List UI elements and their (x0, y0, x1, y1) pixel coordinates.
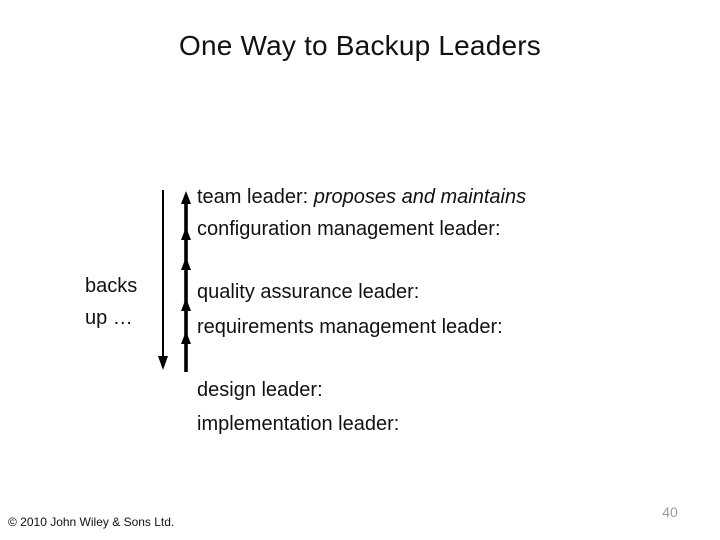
up-arrows-icon (181, 191, 191, 372)
backs-up-label: backs up … (85, 270, 137, 334)
slide-title: One Way to Backup Leaders (179, 30, 541, 61)
leader-row-configuration: configuration management leader: (197, 218, 501, 240)
leader-row-design: design leader: (197, 379, 323, 401)
leader-row-quality: quality assurance leader: (197, 281, 420, 303)
backs-up-label-line1: backs (85, 275, 138, 297)
copyright-notice: © 2010 John Wiley & Sons Ltd. (8, 515, 175, 529)
backs-up-label-line2: up … (85, 307, 133, 329)
leader-row-team-text: team leader: (197, 186, 314, 208)
leader-row-team: team leader: proposes and maintains (197, 185, 526, 209)
leader-row-implementation: implementation leader: (197, 413, 400, 435)
down-arrow-icon (158, 190, 168, 370)
leader-row-requirements: requirements management leader: (197, 316, 503, 338)
page-number: 40 (662, 504, 678, 520)
leader-row-team-emphasis: proposes and maintains (313, 186, 527, 208)
